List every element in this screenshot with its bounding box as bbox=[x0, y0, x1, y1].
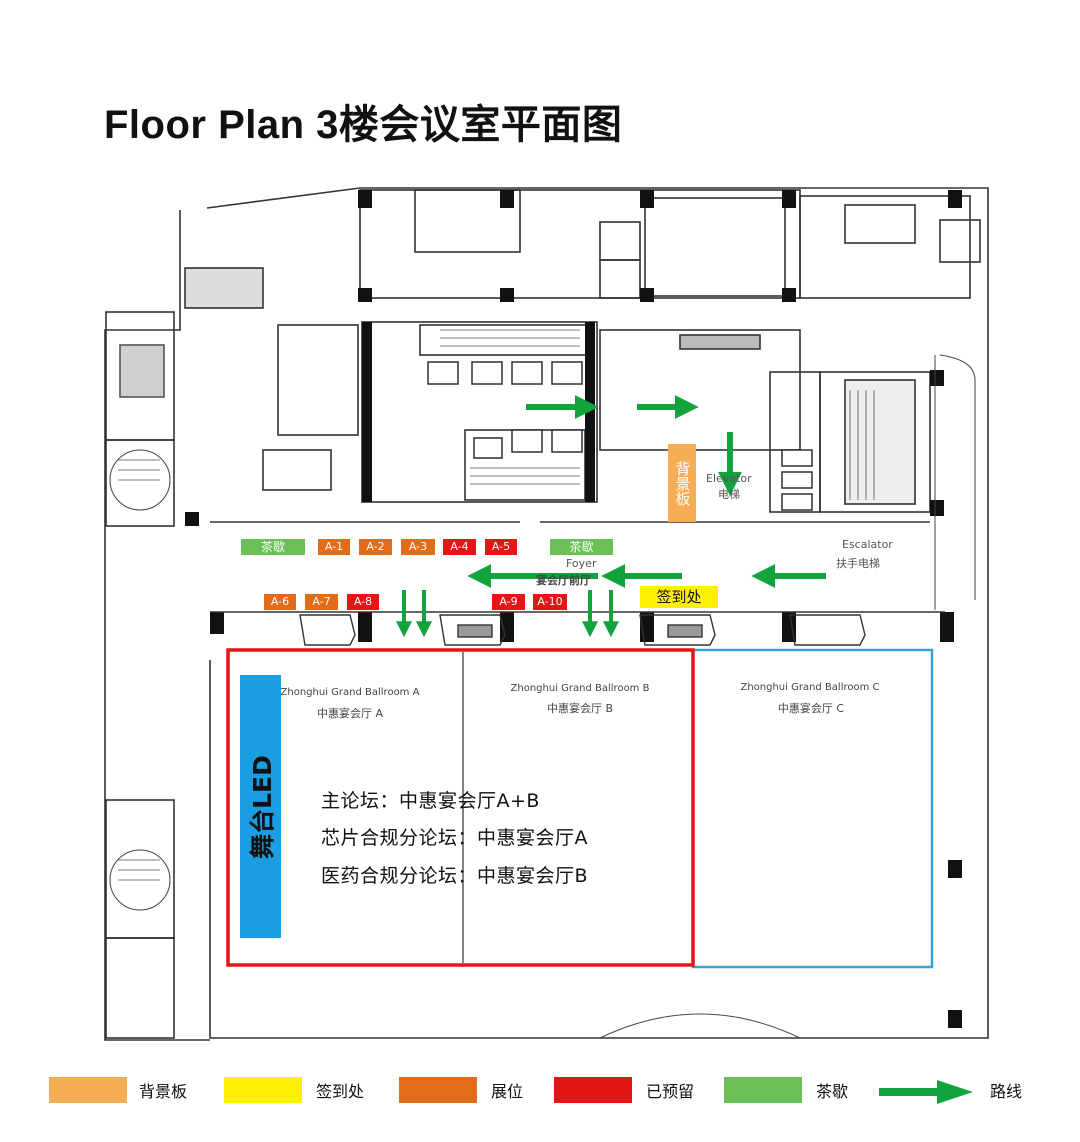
forum-pharma: 医药合规分论坛：中惠宴会厅B bbox=[321, 865, 589, 887]
legend-swatch-background-board bbox=[49, 1077, 127, 1103]
ballroom-reserved-outline bbox=[226, 648, 695, 967]
elevator-cabins bbox=[427, 361, 813, 511]
escalator-label-en: Escalator bbox=[842, 538, 893, 551]
forum-main: 主论坛：中惠宴会厅A+B bbox=[321, 790, 540, 812]
booth-a2: A-2 bbox=[359, 539, 392, 555]
stairs bbox=[118, 329, 875, 881]
hall-c-name-en: Zhonghui Grand Ballroom C bbox=[740, 682, 880, 693]
background-board: 背景板 bbox=[668, 444, 696, 522]
escalator-label-cn: 扶手电梯 bbox=[836, 557, 880, 570]
hall-a-name-cn: 中惠宴会厅 A bbox=[316, 707, 384, 720]
booth-a8: A-8 bbox=[347, 594, 379, 610]
legend-label-route: 路线 bbox=[990, 1082, 1023, 1101]
legend-swatch-tea-break bbox=[724, 1077, 802, 1103]
legend-swatch-booth bbox=[399, 1077, 477, 1103]
route-arrow-icon bbox=[879, 1080, 973, 1104]
booth-a10: A-10 bbox=[533, 594, 567, 610]
legend-label-tea-break: 茶歇 bbox=[816, 1082, 849, 1101]
led-stage: 舞台LED bbox=[240, 675, 281, 938]
legend-label-sign-in: 签到处 bbox=[316, 1082, 365, 1101]
foyer-label-cn: 宴会厅前厅 bbox=[536, 574, 591, 587]
foyer-walls bbox=[210, 521, 945, 646]
booth-a6: A-6 bbox=[264, 594, 296, 610]
legend-swatch-reserved bbox=[554, 1077, 632, 1103]
booth-a4: A-4 bbox=[443, 539, 476, 555]
legend-label-reserved: 已预留 bbox=[646, 1082, 695, 1101]
led-stage-label: 舞台LED bbox=[247, 754, 277, 859]
hall-a-name-en: Zhonghui Grand Ballroom A bbox=[280, 687, 420, 698]
curved-elements bbox=[109, 354, 976, 1039]
page-title: Floor Plan 3楼会议室平面图 bbox=[104, 103, 623, 147]
legend-label-booth: 展位 bbox=[491, 1082, 524, 1101]
route-arrows bbox=[396, 395, 826, 638]
ballroom-c-outline bbox=[691, 648, 934, 969]
booth-a5: A-5 bbox=[485, 539, 517, 555]
booth-a9: A-9 bbox=[492, 594, 525, 610]
hall-c-name-cn: 中惠宴会厅 C bbox=[777, 702, 845, 715]
forum-chip: 芯片合规分论坛：中惠宴会厅A bbox=[321, 827, 588, 849]
legend-swatch-sign-in bbox=[224, 1077, 302, 1103]
columns bbox=[185, 190, 962, 1028]
foyer-label-en: Foyer bbox=[566, 557, 597, 570]
building-walls bbox=[104, 187, 989, 1041]
tea-break-area: 茶歇 bbox=[241, 539, 305, 555]
booth-a3: A-3 bbox=[401, 539, 435, 555]
booth-a1: A-1 bbox=[318, 539, 350, 555]
tea-break-area: 茶歇 bbox=[550, 539, 613, 555]
booth-a7: A-7 bbox=[305, 594, 338, 610]
legend-label-background-board: 背景板 bbox=[139, 1082, 188, 1101]
hall-b-name-en: Zhonghui Grand Ballroom B bbox=[510, 683, 650, 694]
sign-in-desk: 签到处 bbox=[640, 586, 718, 608]
hall-b-name-cn: 中惠宴会厅 B bbox=[546, 702, 614, 715]
elevator-label-cn: 电梯 bbox=[718, 488, 740, 501]
elevator-label-en: Elevator bbox=[706, 472, 752, 485]
